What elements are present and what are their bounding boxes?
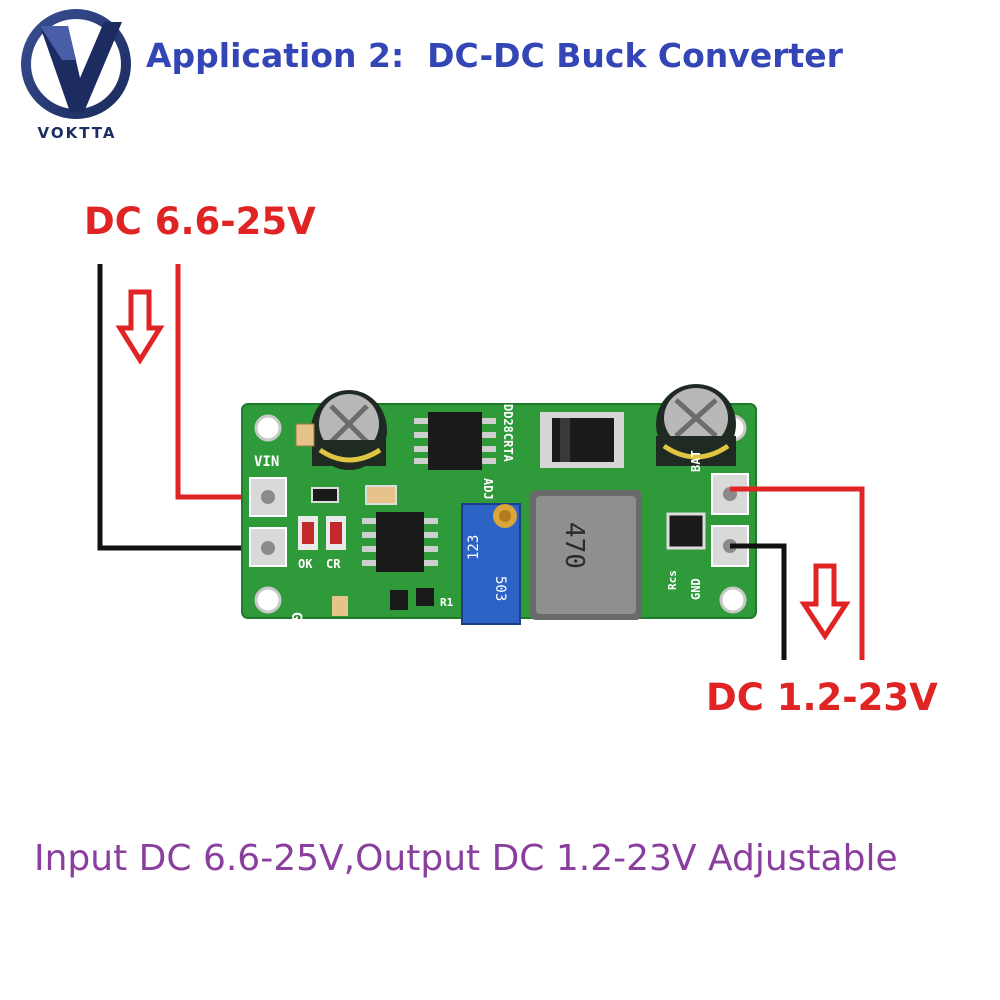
pot-code: 503 bbox=[492, 576, 508, 601]
pcb-board bbox=[241, 384, 757, 625]
rcs-label: Rcs bbox=[666, 570, 679, 590]
output-positive-wire bbox=[730, 486, 865, 660]
page-title: Application 2: DC-DC Buck Converter bbox=[146, 36, 843, 75]
caption: Input DC 6.6-25V,Output DC 1.2-23V Adjus… bbox=[34, 838, 898, 879]
input-arrow-icon bbox=[115, 289, 165, 365]
output-negative-wire bbox=[730, 543, 787, 660]
input-voltage-label: DC 6.6-25V bbox=[84, 200, 316, 243]
voktta-logo-icon bbox=[21, 9, 131, 119]
r1-label: R1 bbox=[440, 596, 454, 609]
cr-label: CR bbox=[326, 557, 341, 571]
adj-label: ADJ bbox=[481, 478, 495, 500]
output-voltage-label: DC 1.2-23V bbox=[706, 676, 938, 719]
gnd-right-label: GND bbox=[689, 578, 703, 600]
vin-label: VIN bbox=[254, 454, 279, 470]
ok-label: OK bbox=[298, 557, 313, 571]
inductor-code: 470 bbox=[559, 522, 589, 569]
input-positive-wire bbox=[175, 264, 262, 500]
part-code: DD28CRTA bbox=[501, 404, 515, 463]
gnd-left-label: GND bbox=[288, 612, 304, 637]
output-arrow-icon bbox=[799, 563, 851, 641]
input-negative-wire bbox=[97, 264, 262, 551]
brand-name: VOKTTA bbox=[37, 124, 117, 142]
bat-label: BAT bbox=[689, 450, 703, 472]
pot-code-2: 123 bbox=[466, 535, 482, 560]
